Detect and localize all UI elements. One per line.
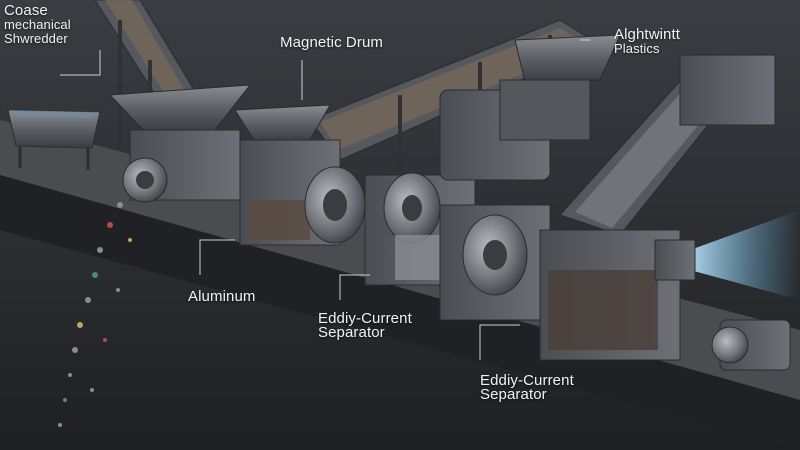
plastics-conveyor bbox=[559, 54, 776, 236]
label-aluminum: Aluminum bbox=[188, 288, 256, 305]
label-lightweight-plastics: Alghtwintt Plastics bbox=[614, 26, 681, 56]
leader-lines bbox=[60, 39, 590, 360]
collection-bin-icon bbox=[7, 109, 101, 170]
eddy-separator-2 bbox=[439, 204, 551, 321]
label-eddy-current-2: Eddiy-Current Separator bbox=[480, 372, 574, 403]
shredder-icon bbox=[108, 84, 252, 203]
label-coarse-shredder: Coase mechanical Shwredder bbox=[4, 2, 71, 46]
motor-icon bbox=[711, 319, 791, 371]
air-jet-icon bbox=[654, 210, 800, 300]
drum-icon bbox=[304, 166, 366, 244]
label-magnetic-drum: Magnetic Drum bbox=[280, 34, 383, 51]
debris-stream bbox=[58, 202, 132, 427]
duct-hopper bbox=[439, 34, 621, 181]
label-eddy-current-1: Eddiy-Current Separator bbox=[318, 310, 412, 341]
